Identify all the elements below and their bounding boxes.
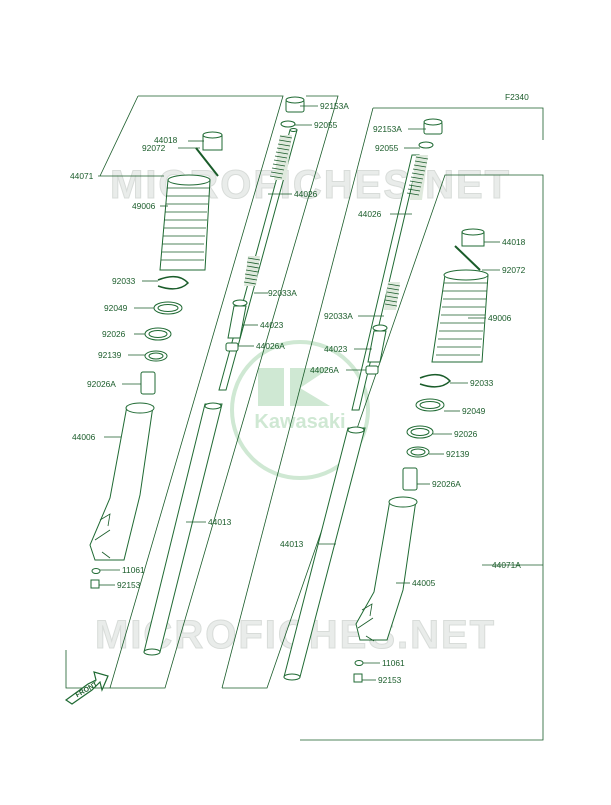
left-lower-spring: [243, 256, 261, 286]
left-top-cap: [195, 131, 223, 177]
label-11061-left: 11061: [122, 565, 145, 575]
label-44013-right: 44013: [280, 539, 304, 549]
right-dust-boot: [431, 269, 489, 363]
watermark: MICROFICHES.NET MICROFICHES.NET Kawasaki: [95, 163, 510, 658]
label-44018-left: 44018: [154, 135, 178, 145]
label-92153A-right: 92153A: [373, 124, 402, 134]
right-leaders: [318, 128, 543, 681]
label-92072-left: 92072: [142, 143, 166, 153]
label-92026-right: 92026: [454, 429, 478, 439]
label-92033-right: 92033: [470, 378, 494, 388]
right-lower-spring: [384, 282, 401, 310]
label-44023-left: 44023: [260, 320, 284, 330]
label-92026A-left: 92026A: [87, 379, 116, 389]
left-labels: 92153A 92055 44018 92072 44071 44026 490…: [70, 101, 349, 590]
left-assembly-frame: [65, 95, 339, 689]
label-44006: 44006: [72, 432, 96, 442]
left-dust-boot: [159, 174, 211, 271]
right-cap-bolt: [418, 118, 443, 149]
watermark-brand: Kawasaki: [254, 411, 345, 433]
left-outer-tube: [89, 402, 155, 589]
label-92026A-right: 92026A: [432, 479, 461, 489]
right-labels: 92153A 92055 44026 44018 92072 92033A 49…: [280, 124, 526, 685]
label-92153A-left: 92153A: [320, 101, 349, 111]
label-92072-right: 92072: [502, 265, 526, 275]
label-44026-right: 44026: [358, 209, 382, 219]
label-44018-right: 44018: [502, 237, 526, 247]
label-92139-right: 92139: [446, 449, 470, 459]
left-piston: [225, 299, 248, 352]
label-44071: 44071: [70, 171, 94, 181]
left-rings: [140, 275, 190, 395]
label-92055-right: 92055: [375, 143, 399, 153]
label-44071A: 44071A: [492, 560, 521, 570]
label-44026-left: 44026: [294, 189, 318, 199]
front-label: FRONT: [75, 681, 100, 699]
left-leaders: [98, 105, 318, 586]
right-top-spring: [406, 155, 429, 200]
label-92153-left: 92153: [117, 580, 141, 590]
right-piston: [365, 324, 388, 375]
label-11061-right: 11061: [382, 658, 405, 668]
label-44026A-right: 44026A: [310, 365, 339, 375]
label-92033-left: 92033: [112, 276, 136, 286]
left-cap-bolt: [280, 96, 305, 128]
label-92033A-right: 92033A: [324, 311, 353, 321]
watermark-logo-block-left: [258, 368, 284, 406]
label-92139-left: 92139: [98, 350, 122, 360]
label-44026A-left: 44026A: [256, 341, 285, 351]
label-44023-right: 44023: [324, 344, 348, 354]
left-fork-tube: [143, 402, 223, 656]
label-92049-right: 92049: [462, 406, 486, 416]
watermark-logo-k: [290, 368, 330, 406]
right-assembly-frame: [221, 107, 544, 741]
left-top-spring: [269, 135, 293, 180]
label-49006-right: 49006: [488, 313, 512, 323]
label-92049-left: 92049: [104, 303, 128, 313]
label-44005: 44005: [412, 578, 436, 588]
figure-code: F2340: [505, 92, 529, 102]
label-92055-left: 92055: [314, 120, 338, 130]
label-92033A-left: 92033A: [268, 288, 297, 298]
right-top-cap: [454, 228, 485, 271]
label-92153-right: 92153: [378, 675, 402, 685]
label-44013-left: 44013: [208, 517, 232, 527]
right-rings: [402, 373, 452, 491]
label-49006-left: 49006: [132, 201, 156, 211]
label-92026-left: 92026: [102, 329, 126, 339]
right-fork-tube: [283, 426, 366, 681]
watermark-logo-circle: [230, 340, 370, 480]
